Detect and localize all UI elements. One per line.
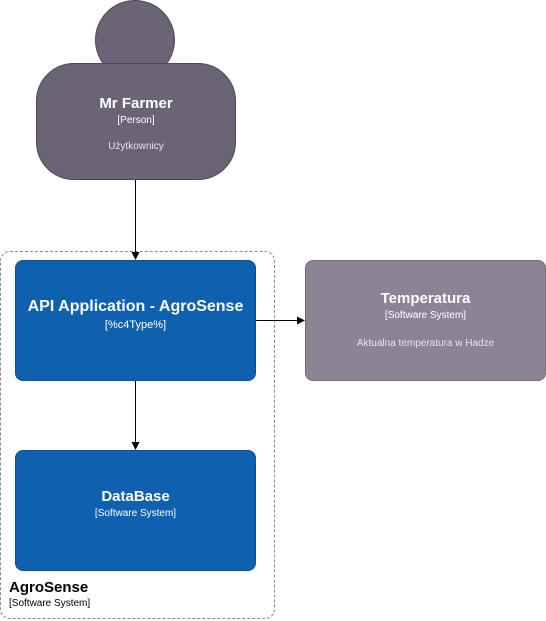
temperatura-node[interactable]: Temperatura [Software System] Aktualna t… bbox=[305, 260, 546, 381]
database-title: DataBase bbox=[101, 488, 170, 505]
api-type: [%c4Type%] bbox=[104, 319, 167, 331]
temperatura-type: [Software System] bbox=[384, 310, 467, 321]
agrosense-boundary bbox=[0, 251, 275, 619]
database-type: [Software System] bbox=[94, 508, 177, 519]
person-name: Mr Farmer bbox=[99, 95, 173, 112]
api-title: API Application - AgroSense bbox=[27, 298, 244, 315]
temperatura-title: Temperatura bbox=[380, 290, 471, 307]
temperatura-description: Aktualna temperatura w Hadze bbox=[356, 338, 495, 349]
boundary-title: AgroSense bbox=[9, 579, 89, 596]
person-node[interactable]: Mr Farmer [Person] Użytkownicy bbox=[36, 63, 236, 180]
boundary-type: [Software System] bbox=[9, 598, 91, 609]
database-node[interactable]: DataBase [Software System] bbox=[15, 450, 256, 571]
person-description: Użytkownicy bbox=[108, 141, 164, 152]
person-type: [Person] bbox=[117, 115, 155, 126]
api-application-node[interactable]: API Application - AgroSense [%c4Type%] bbox=[15, 260, 256, 381]
